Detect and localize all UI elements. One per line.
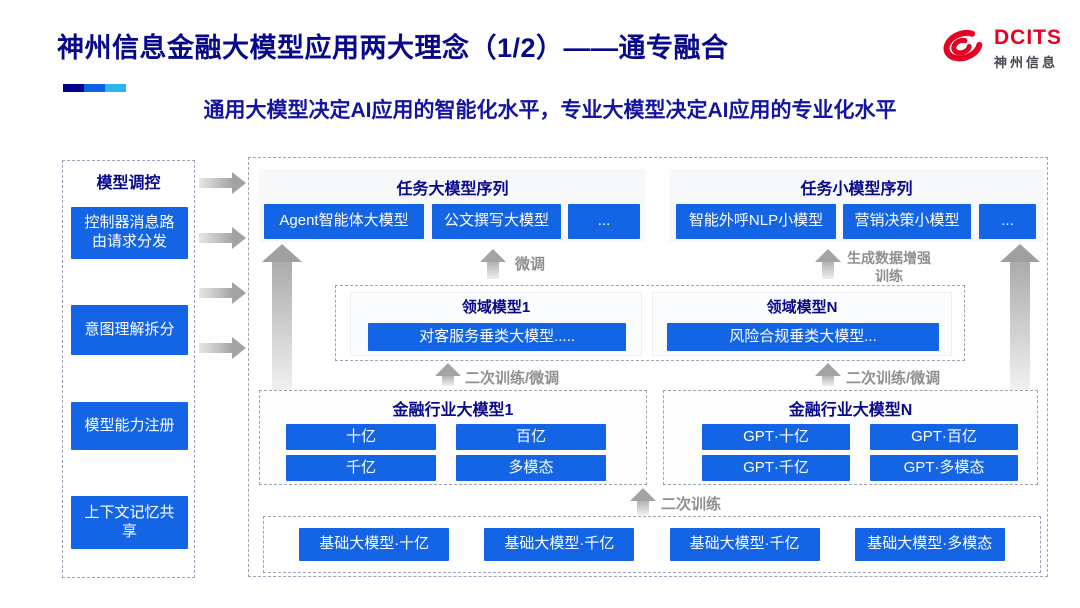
slide-subtitle: 通用大模型决定AI应用的智能化水平，专业大模型决定AI应用的专业化水平: [203, 99, 897, 122]
industryN-gpt-ten-billion-node: GPT·百亿: [870, 424, 1018, 450]
retrain-finetune-right-label: 二次训练/微调: [846, 370, 941, 387]
up-arrow-icon: [435, 363, 461, 386]
industry1-hundred-billion-node: 千亿: [286, 455, 436, 481]
risk-compliance-model-node: 风险合规垂类大模型...: [667, 323, 939, 351]
right-arrow-icon: [199, 227, 246, 249]
logo-brand-text: DCITS: [994, 25, 1062, 49]
foundation-models-box: 基础大模型·十亿 基础大模型·千亿 基础大模型·千亿 基础大模型·多模态: [263, 516, 1041, 573]
up-arrow-icon: [480, 249, 506, 279]
customer-service-model-node: 对客服务垂类大模型.....: [368, 323, 626, 351]
task-small-model-panel: 任务小模型序列 智能外呼NLP小模型 营销决策小模型 ...: [669, 169, 1044, 242]
up-arrow-icon: [815, 249, 841, 279]
accent-segment-cyan: [105, 84, 126, 92]
task-small-model-title: 任务小模型序列: [800, 181, 913, 198]
sidebar-item-intent-split: 意图理解拆分: [71, 305, 188, 355]
retrain-label: 二次训练: [661, 496, 722, 513]
up-arrow-icon: [815, 363, 841, 386]
dcits-logo: DCITS 神州信息: [936, 20, 1076, 78]
industry-model-1-box: 金融行业大模型1 十亿 百亿 千亿 多模态: [259, 390, 647, 485]
logo-brand-cn-text: 神州信息: [994, 55, 1059, 71]
domain-model-1-title: 领域模型1: [461, 299, 531, 316]
industryN-gpt-billion-node: GPT·十亿: [702, 424, 850, 450]
task-large-ellipsis-node: ...: [568, 204, 640, 239]
accent-segment-navy: [63, 84, 84, 92]
industry1-billion-node: 十亿: [286, 424, 436, 450]
right-arrow-icon: [199, 172, 246, 194]
augment-training-label: 生成数据增强训练: [847, 250, 931, 284]
industry-model-1-title: 金融行业大模型1: [392, 402, 514, 419]
foundation-billion-node: 基础大模型·十亿: [299, 528, 450, 561]
right-arrow-icon: [199, 337, 246, 359]
domain-model-n-title: 领域模型N: [766, 299, 838, 316]
industry1-ten-billion-node: 百亿: [456, 424, 606, 450]
marketing-decision-model-node: 营销决策小模型: [843, 204, 971, 239]
dcits-logo-icon: [936, 25, 988, 74]
industryN-gpt-multimodal-node: GPT·多模态: [870, 455, 1018, 481]
domain-model-n-panel: 领域模型N 风险合规垂类大模型...: [652, 292, 952, 356]
model-architecture-diagram: 任务大模型序列 Agent智能体大模型 公文撰写大模型 ... 任务小模型序列 …: [248, 157, 1048, 577]
foundation-multimodal-node: 基础大模型·多模态: [854, 528, 1005, 561]
sidebar-item-capability-register: 模型能力注册: [71, 402, 188, 450]
accent-segment-blue: [84, 84, 105, 92]
up-arrow-icon: [630, 488, 656, 515]
sidebar-item-router-dispatch: 控制器消息路由请求分发: [71, 207, 188, 259]
right-arrow-icon: [199, 282, 246, 304]
document-writing-model-node: 公文撰写大模型: [432, 204, 561, 239]
foundation-hundred-billion-node: 基础大模型·千亿: [484, 528, 635, 561]
industry-model-n-box: 金融行业大模型N GPT·十亿 GPT·百亿 GPT·千亿 GPT·多模态: [663, 390, 1038, 485]
page-title: 神州信息金融大模型应用两大理念（1/2）——通专融合: [57, 33, 729, 63]
agent-large-model-node: Agent智能体大模型: [264, 204, 424, 239]
model-control-sidebar: 模型调控 控制器消息路由请求分发 意图理解拆分 模型能力注册 上下文记忆共享: [62, 160, 195, 578]
task-small-ellipsis-node: ...: [979, 204, 1036, 239]
up-arrow-icon: [262, 244, 302, 391]
foundation-hundred-billion-node-2: 基础大模型·千亿: [669, 528, 820, 561]
finetune-label: 微调: [515, 256, 546, 273]
task-large-model-panel: 任务大模型序列 Agent智能体大模型 公文撰写大模型 ...: [259, 169, 646, 242]
domain-models-box: 领域模型1 对客服务垂类大模型..... 领域模型N 风险合规垂类大模型...: [335, 285, 965, 361]
domain-model-1-panel: 领域模型1 对客服务垂类大模型.....: [350, 292, 642, 356]
industryN-gpt-hundred-billion-node: GPT·千亿: [702, 455, 850, 481]
sidebar-item-context-memory: 上下文记忆共享: [71, 496, 188, 549]
outbound-nlp-model-node: 智能外呼NLP小模型: [676, 204, 836, 239]
industry-model-n-title: 金融行业大模型N: [788, 402, 913, 419]
task-large-model-title: 任务大模型序列: [396, 181, 509, 198]
sidebar-title: 模型调控: [96, 175, 161, 192]
retrain-finetune-left-label: 二次训练/微调: [465, 370, 560, 387]
industry1-multimodal-node: 多模态: [456, 455, 606, 481]
up-arrow-icon: [1000, 244, 1040, 391]
title-accent-bar: [63, 84, 126, 92]
